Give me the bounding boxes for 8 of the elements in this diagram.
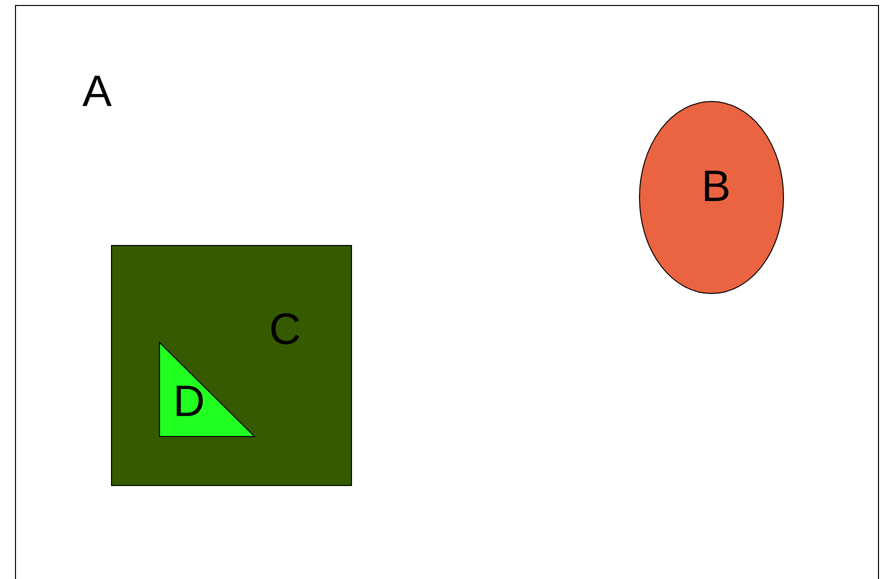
ellipse [639,101,784,294]
triangle [159,342,255,437]
square [111,245,352,486]
shape-label: B [701,165,731,209]
shape-label: D [173,380,205,424]
outer-frame [15,5,879,579]
shape-label: A [82,70,112,114]
shape-label: C [269,308,301,352]
